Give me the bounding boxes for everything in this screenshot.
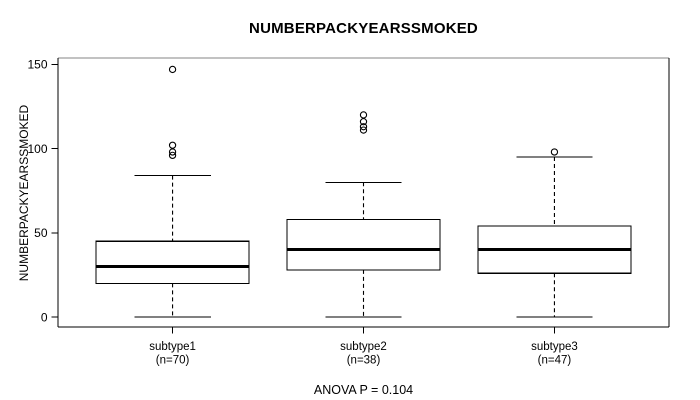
group-label: subtype1 [149,341,196,353]
outlier-point [359,111,368,119]
group-n-label: (n=70) [156,355,190,367]
group-label: subtype2 [340,341,387,353]
group-n-label: (n=47) [538,355,572,367]
outlier-point [359,123,368,131]
group-n-label: (n=38) [347,355,381,367]
y-tick-label: 0 [41,310,48,324]
chart-title: NUMBERPACKYEARSSMOKED [249,20,478,37]
iqr-box [286,218,441,271]
y-tick-label: 50 [34,226,48,240]
iqr-box [95,240,250,284]
outlier-point [168,151,177,160]
group-label: subtype3 [531,341,578,353]
y-tick-label: 100 [27,142,47,156]
outlier-point [359,126,368,134]
y-tick-label: 150 [27,58,47,72]
outlier-point [168,65,177,74]
outlier-point [168,141,177,149]
outlier-point [550,148,559,156]
anova-p-value: ANOVA P = 0.104 [313,383,414,397]
